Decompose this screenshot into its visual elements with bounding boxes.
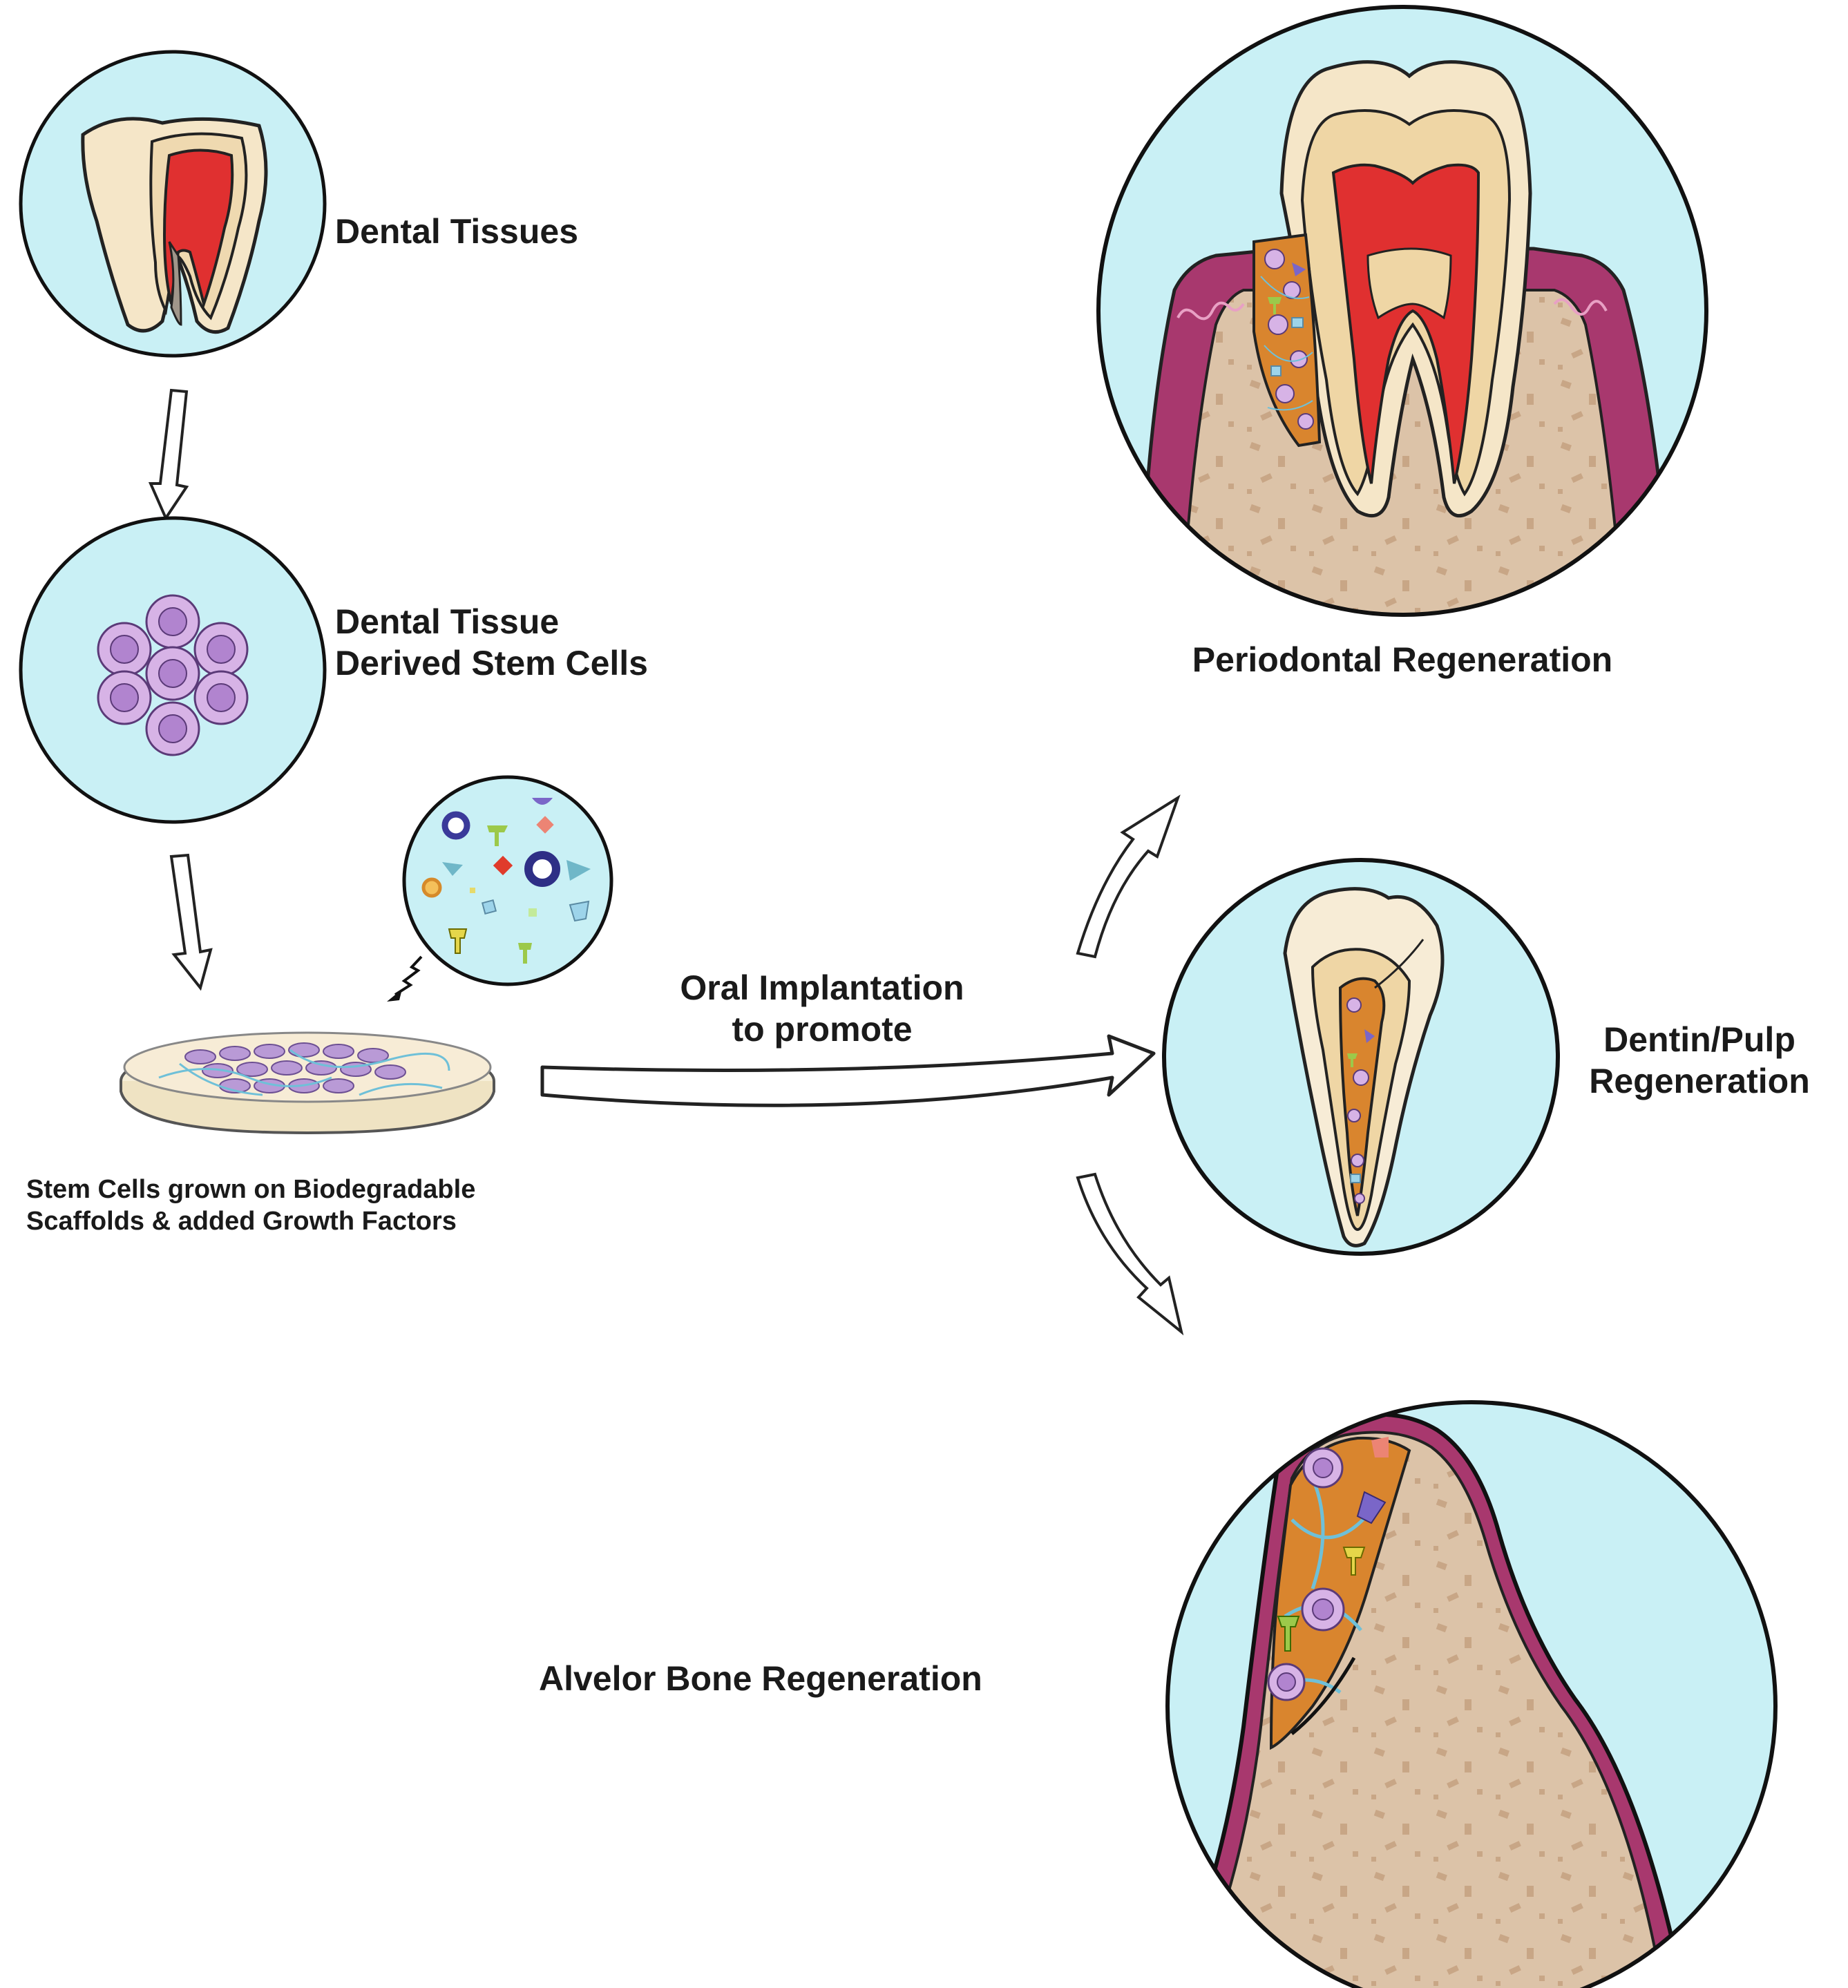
dental-tissues-label: Dental Tissues: [335, 211, 578, 252]
periodontal-circle: [1096, 5, 1708, 617]
dental-tissues-circle: [19, 50, 327, 358]
implant-label: Oral Implantation to promote: [649, 967, 995, 1050]
scaffold-label: Stem Cells grown on Biodegradable Scaffo…: [26, 1174, 475, 1237]
scaffold-line1: Stem Cells grown on Biodegradable: [26, 1175, 476, 1204]
implant-line2: to promote: [732, 1010, 913, 1049]
dentin-line2: Regeneration: [1589, 1062, 1810, 1100]
squiggle-arrow: [387, 955, 423, 1002]
petri-dish: [120, 1031, 495, 1135]
stem-cells-line1: Dental Tissue: [335, 602, 560, 641]
alveolar-bone-circle: [1165, 1400, 1778, 1988]
alveolar-label: Alvelor Bone Regeneration: [539, 1658, 982, 1699]
arrow-to-periodontal: [1076, 794, 1181, 959]
dentin-line1: Dentin/Pulp: [1603, 1020, 1795, 1059]
growth-factors-circle: [402, 775, 613, 986]
stem-cells-line2: Derived Stem Cells: [335, 644, 648, 682]
implant-line1: Oral Implantation: [680, 968, 964, 1007]
arrow-down-1: [148, 388, 189, 522]
arrow-to-alveolar: [1076, 1172, 1184, 1336]
stem-cells-circle: [19, 516, 327, 824]
dental-tissues-text: Dental Tissues: [335, 212, 579, 251]
periodontal-text: Periodontal Regeneration: [1192, 640, 1613, 679]
alveolar-text: Alvelor Bone Regeneration: [539, 1659, 982, 1698]
periodontal-label: Periodontal Regeneration: [1133, 639, 1672, 680]
dentin-pulp-label: Dentin/Pulp Regeneration: [1568, 1019, 1831, 1102]
dentin-pulp-circle: [1162, 858, 1560, 1256]
implant-arrow: [540, 1034, 1156, 1107]
stem-cells-label: Dental Tissue Derived Stem Cells: [335, 601, 648, 684]
scaffold-line2: Scaffolds & added Growth Factors: [26, 1206, 457, 1236]
arrow-down-2: [169, 853, 213, 991]
